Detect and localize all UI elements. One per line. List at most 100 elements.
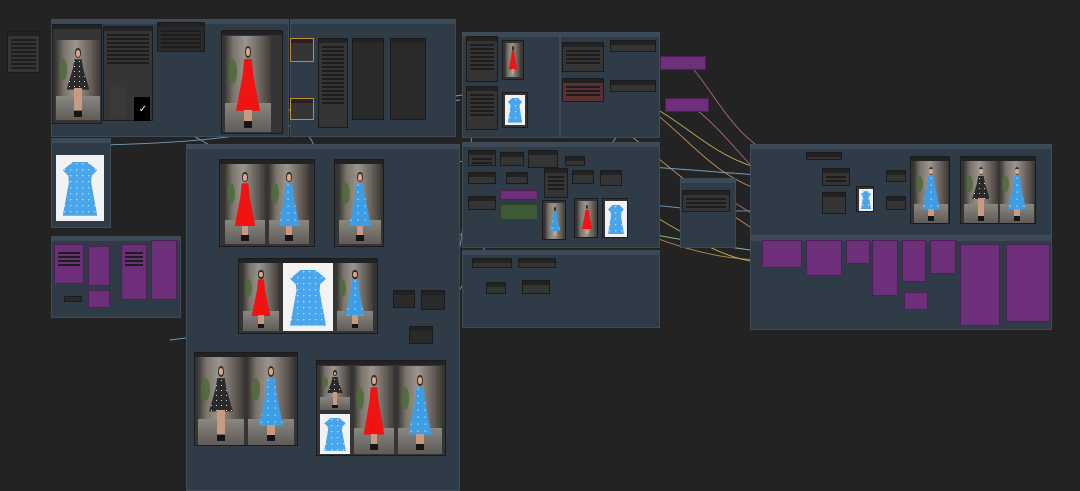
output-preview-node[interactable] bbox=[334, 159, 384, 247]
output-node[interactable] bbox=[822, 168, 850, 186]
model-stack-node[interactable] bbox=[872, 240, 898, 296]
image-preview-garment-flat-blue-dress bbox=[605, 201, 627, 237]
ksampler-node[interactable] bbox=[318, 38, 348, 128]
load-image-node[interactable] bbox=[52, 24, 102, 124]
image-preview-model-blue-dress-result bbox=[398, 366, 442, 454]
image-preview-model-red-mask bbox=[354, 366, 394, 454]
output-node[interactable] bbox=[806, 152, 842, 160]
model-stack-node[interactable] bbox=[930, 240, 956, 274]
image-preview-garment-flat-blue-dress bbox=[56, 155, 104, 221]
mask-tile bbox=[110, 87, 126, 117]
loader-node[interactable] bbox=[121, 244, 147, 300]
image-preview-model-blue-dress-result bbox=[914, 161, 948, 223]
model-stack-node[interactable] bbox=[1006, 244, 1050, 322]
vae-node[interactable] bbox=[290, 38, 314, 62]
model-stack-node[interactable] bbox=[762, 240, 802, 268]
decode-node[interactable] bbox=[518, 258, 556, 268]
lora-node[interactable] bbox=[665, 98, 709, 112]
conditioning-node[interactable] bbox=[352, 38, 384, 120]
image-preview-model-original bbox=[320, 366, 350, 410]
process-node[interactable] bbox=[500, 152, 524, 166]
red-mask-preview-node[interactable] bbox=[574, 198, 598, 238]
lora-node[interactable] bbox=[660, 56, 706, 70]
prompt-node[interactable] bbox=[157, 22, 205, 52]
image-preview-garment-flat-blue-dress bbox=[320, 414, 350, 454]
process-node[interactable] bbox=[565, 156, 585, 166]
model-stack-node[interactable] bbox=[960, 244, 1000, 326]
process-node[interactable] bbox=[544, 168, 568, 198]
decode-node[interactable] bbox=[486, 282, 506, 294]
model-stack-node[interactable] bbox=[806, 240, 842, 276]
process-node[interactable] bbox=[468, 150, 496, 166]
small-node[interactable] bbox=[64, 296, 82, 302]
image-loader-node[interactable] bbox=[466, 36, 498, 82]
loader-node[interactable] bbox=[54, 244, 84, 284]
group-scheduler[interactable] bbox=[680, 178, 736, 248]
image-preview-model-blue-dress-result bbox=[248, 357, 294, 445]
image-preview-garment-flat-blue-dress bbox=[283, 263, 333, 331]
image-preview-model-red-mask bbox=[225, 36, 271, 132]
process-node[interactable] bbox=[506, 172, 528, 184]
red-mask-preview-node[interactable] bbox=[502, 40, 524, 80]
image-preview-model-blue-dress-result bbox=[545, 203, 565, 239]
image-preview-model-red-mask bbox=[577, 201, 597, 237]
output-node[interactable] bbox=[822, 192, 846, 214]
garment-preview-node[interactable] bbox=[602, 198, 628, 238]
settings-node[interactable] bbox=[610, 80, 656, 92]
grid-preview-node[interactable] bbox=[316, 360, 446, 456]
image-preview-garment-flat-blue-dress bbox=[859, 189, 873, 211]
image-preview-model-red-mask bbox=[243, 263, 279, 331]
loader-node[interactable] bbox=[88, 246, 110, 286]
output-node[interactable] bbox=[886, 196, 906, 210]
loader-node[interactable] bbox=[88, 290, 110, 308]
image-preview-model-red-mask bbox=[505, 43, 521, 77]
final-compare-node[interactable] bbox=[960, 156, 1036, 224]
image-preview-model-original bbox=[56, 40, 100, 120]
image-preview-model-original bbox=[198, 357, 244, 445]
text-encode-node[interactable] bbox=[390, 38, 426, 120]
before-after-node[interactable] bbox=[194, 352, 298, 446]
process-node[interactable] bbox=[528, 150, 558, 168]
model-node[interactable] bbox=[500, 190, 538, 200]
mask-editor-node[interactable]: ✓ bbox=[103, 26, 153, 121]
image-loader-node[interactable] bbox=[466, 86, 498, 130]
scheduler-node[interactable] bbox=[682, 190, 730, 212]
image-preview-model-blue-dress-result bbox=[337, 263, 373, 331]
process-node[interactable] bbox=[572, 170, 594, 184]
decode-node[interactable] bbox=[522, 280, 550, 294]
process-node[interactable] bbox=[468, 196, 496, 210]
crop-node[interactable] bbox=[393, 290, 415, 308]
mask-preview: ✓ bbox=[134, 97, 150, 121]
decode-node[interactable] bbox=[472, 258, 512, 268]
image-preview-model-red-mask bbox=[225, 164, 265, 244]
settings-node[interactable] bbox=[562, 42, 604, 72]
image-preview-model-blue-dress-result bbox=[339, 164, 381, 244]
garment-preview-node[interactable] bbox=[502, 92, 528, 128]
mask-preview-node[interactable] bbox=[221, 30, 283, 134]
resize-node[interactable] bbox=[409, 326, 433, 344]
model-stack-node[interactable] bbox=[902, 240, 926, 282]
settings-node[interactable] bbox=[610, 40, 656, 52]
clip-node[interactable] bbox=[290, 98, 314, 120]
controlnet-node[interactable] bbox=[500, 204, 538, 220]
small-result-preview-node[interactable] bbox=[856, 186, 874, 212]
process-node[interactable] bbox=[600, 170, 622, 186]
image-preview-model-blue-dress-result bbox=[269, 164, 309, 244]
model-stack-node[interactable] bbox=[904, 292, 928, 310]
process-node[interactable] bbox=[468, 172, 496, 184]
image-preview-model-original bbox=[964, 161, 998, 223]
output-node[interactable] bbox=[886, 170, 906, 182]
settings-node[interactable] bbox=[562, 78, 604, 102]
image-preview-model-blue-dress-result bbox=[1000, 161, 1034, 223]
loader-node[interactable] bbox=[151, 240, 177, 300]
model-stack-node[interactable] bbox=[846, 240, 870, 264]
concat-preview-node[interactable] bbox=[238, 258, 378, 334]
result-preview-node[interactable] bbox=[542, 200, 566, 240]
final-result-node[interactable] bbox=[910, 156, 950, 224]
stitch-node[interactable] bbox=[421, 290, 445, 310]
image-preview-garment-flat-blue-dress bbox=[505, 95, 525, 125]
settings-node[interactable] bbox=[7, 31, 40, 73]
check-icon: ✓ bbox=[138, 104, 148, 116]
compare-preview-node[interactable] bbox=[219, 159, 315, 247]
